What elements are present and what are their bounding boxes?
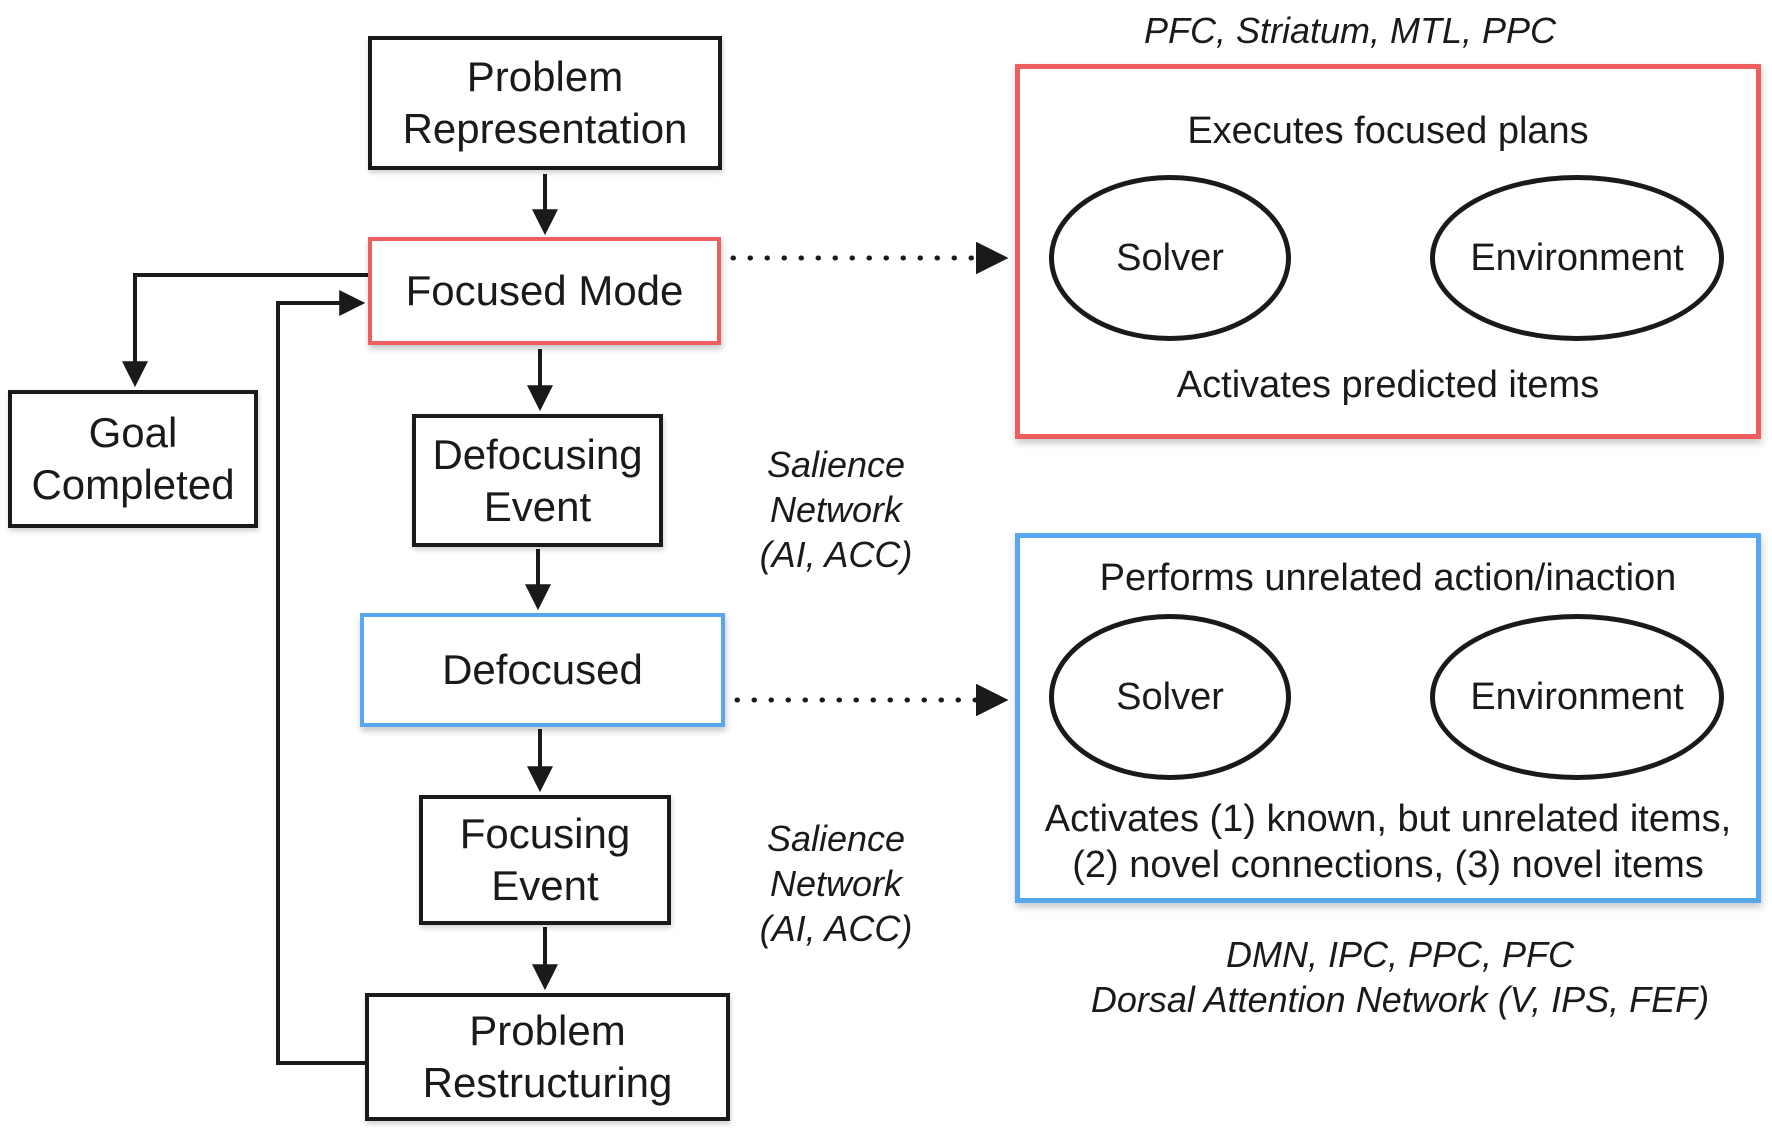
bottom-brain-regions-line1: DMN, IPC, PPC, PFC [1225, 934, 1575, 975]
problem-restructuring-label-line1: Problem [469, 1007, 626, 1054]
defocused-panel-bottom-caption: Activates (1) known, but unrelated items… [1025, 796, 1751, 888]
defocused-panel-environment-label: Environment [1470, 675, 1684, 718]
defocused-panel-top-caption: Performs unrelated action/inaction [1099, 557, 1677, 599]
defocused-panel-bottom-caption-line1: Activates (1) known, but unrelated items… [1044, 798, 1732, 840]
focused-panel-bottom-caption: Activates predicted items [1176, 364, 1600, 406]
problem-restructuring-label-line2: Restructuring [422, 1059, 673, 1106]
defocused-panel-bottom-caption-line2: (2) novel connections, (3) novel items [1072, 844, 1704, 886]
defocusing-event-box: Defocusing Event [412, 414, 663, 547]
defocusing-event-label-line1: Defocusing [432, 430, 643, 478]
focused-panel-environment-label: Environment [1470, 236, 1684, 279]
defocusing-event-label-line2: Event [483, 482, 592, 530]
goal-completed-label-line1: Goal [88, 409, 178, 456]
focused-panel-solver-label: Solver [1116, 236, 1224, 279]
focusing-event-label-line2: Event [491, 862, 599, 909]
problem-representation-box: Problem Representation [368, 36, 722, 170]
salience-network-lower-line2: (AI, ACC) [759, 908, 913, 949]
arrow-problem-restructuring-to-focused-mode [276, 290, 368, 1065]
arrow-focused-mode-to-goal-completed [122, 273, 368, 388]
salience-network-upper-line2: (AI, ACC) [759, 534, 913, 575]
top-brain-regions-label: PFC, Striatum, MTL, PPC [1143, 10, 1557, 51]
problem-restructuring-box: Problem Restructuring [365, 993, 730, 1121]
salience-network-lower-label: Salience Network (AI, ACC) [700, 816, 972, 951]
defocused-panel-solver-label: Solver [1116, 675, 1224, 718]
focused-mode-label: Focused Mode [405, 267, 684, 314]
bottom-brain-regions-line2: Dorsal Attention Network (V, IPS, FEF) [1090, 979, 1710, 1020]
focused-mode-box: Focused Mode [368, 237, 721, 345]
focused-panel-top-caption: Executes focused plans [1187, 110, 1589, 152]
salience-network-lower-line1: Salience Network [766, 818, 906, 904]
salience-network-upper-line1: Salience Network [766, 444, 906, 530]
focused-panel-solver-ellipse: Solver [1049, 175, 1291, 341]
defocused-panel-solver-ellipse: Solver [1049, 614, 1291, 780]
focusing-event-box: Focusing Event [419, 795, 671, 925]
salience-network-upper-label: Salience Network (AI, ACC) [700, 442, 972, 577]
bottom-brain-regions-label: DMN, IPC, PPC, PFC Dorsal Attention Netw… [1015, 932, 1772, 1022]
problem-representation-label-line1: Problem [466, 53, 624, 100]
goal-completed-box: Goal Completed [8, 390, 258, 528]
focused-panel-environment-ellipse: Environment [1430, 175, 1724, 341]
defocused-panel-environment-ellipse: Environment [1430, 614, 1724, 780]
focusing-event-label-line1: Focusing [459, 810, 631, 857]
defocused-label: Defocused [442, 646, 643, 693]
problem-representation-label-line2: Representation [402, 105, 688, 152]
goal-completed-label-line2: Completed [31, 461, 235, 508]
defocused-box: Defocused [360, 613, 725, 727]
